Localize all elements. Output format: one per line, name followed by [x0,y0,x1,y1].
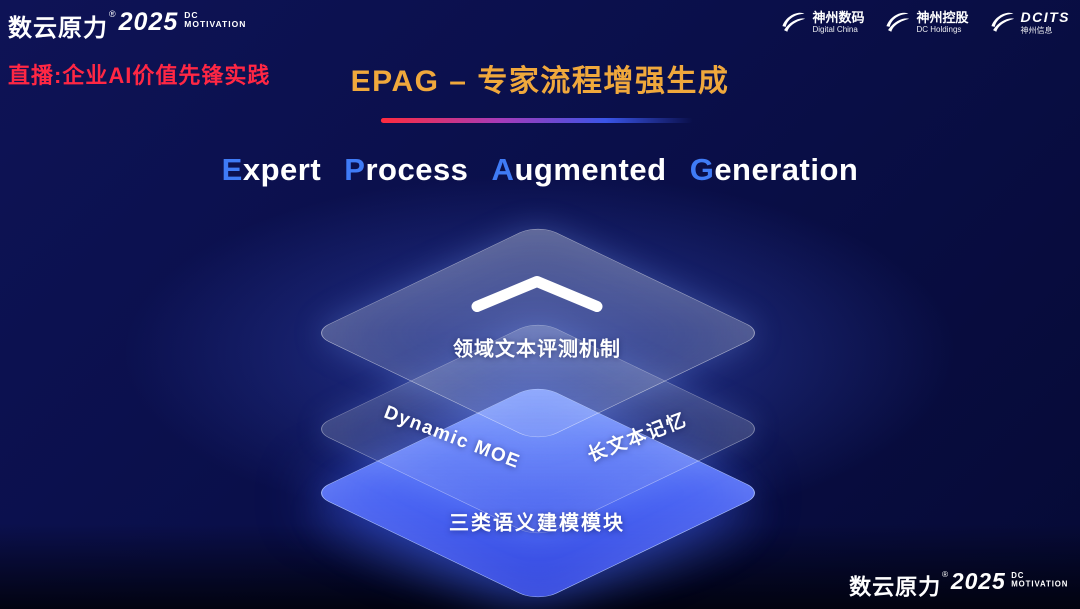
partner-name: 神州控股 [916,9,969,25]
gradient-divider [380,118,693,123]
partner-dcits: DCITS 神州信息 [989,9,1071,35]
partner-subname: 神州信息 [1020,25,1053,35]
brand-subtext: DC MOTIVATION [184,10,247,29]
partner-subname: DC Holdings [916,25,962,35]
partner-logos: 神州数码 Digital China 神州控股 DC Holdings DCIT… [780,9,1070,35]
brand-name: 数云原力 [8,15,108,42]
brand-logo-top: 数云原力 ® 2025 DC MOTIVATION [8,8,246,43]
swoosh-logo-icon [886,12,910,32]
title-word: Augmented [491,152,667,187]
partner-name: 神州数码 [812,9,865,25]
top-layer-label: 领域文本评测机制 [453,338,621,361]
swoosh-logo-icon [990,12,1014,32]
swoosh-logo-icon [782,12,806,32]
brand-year: 2025 [950,568,1006,595]
slide-title-en: Expert Process Augmented Generation [215,152,866,188]
brand-name: 数云原力 [848,575,941,601]
slide-title-cn: EPAG – 专家流程增强生成 [350,65,730,98]
brand-subtext: DC MOTIVATION [1010,570,1068,589]
brand-logo-bottom: 数云原力 ® 2025 DC MOTIVATION [849,569,1068,601]
partner-digital-china: 神州数码 Digital China [780,9,864,35]
partner-dc-holdings: 神州控股 DC Holdings [884,9,969,35]
chevron-up-icon [462,269,612,324]
brand-registered-mark: ® [109,9,116,19]
title-word: Expert [221,152,322,187]
bottom-layer-label: 三类语义建模模块 [449,512,625,535]
live-subtitle: 直播:企业AI价值先锋实践 [8,63,271,88]
partner-name: DCITS [1020,9,1070,25]
partner-subname: Digital China [812,25,858,35]
title-word: Generation [689,152,859,187]
title-word: Process [344,152,469,187]
brand-registered-mark: ® [941,569,948,579]
brand-year: 2025 [118,8,179,36]
